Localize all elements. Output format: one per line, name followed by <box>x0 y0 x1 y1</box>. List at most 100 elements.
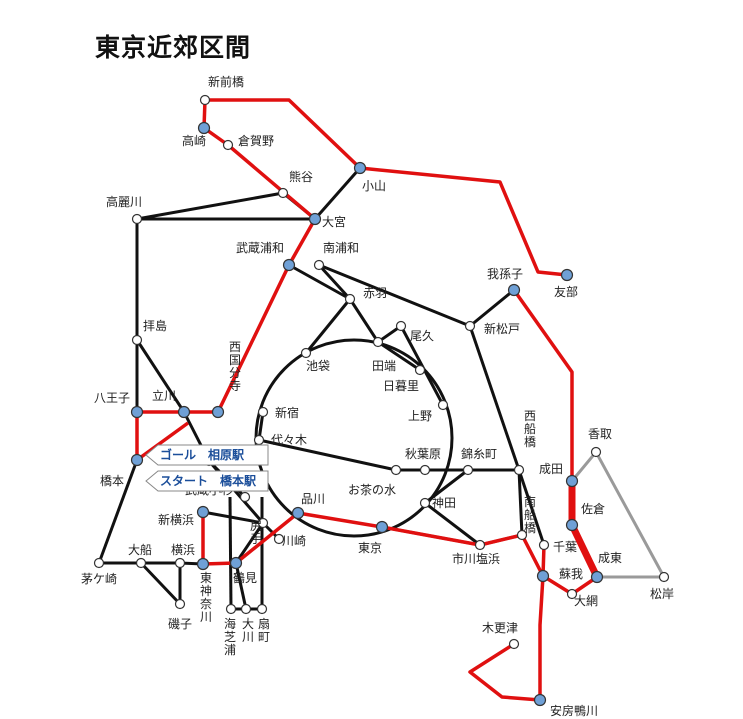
station-minamifunabashi <box>516 529 528 541</box>
line-segment <box>304 298 352 354</box>
chuo-line <box>258 438 397 472</box>
station-shinmaebashi <box>199 94 211 106</box>
line-segment <box>517 469 546 546</box>
label-shinyokohama: 新横浜 <box>158 512 194 527</box>
label-soga: 蘇我 <box>559 567 583 581</box>
label-oami: 大網 <box>574 594 598 608</box>
label-naruto: 成東 <box>598 551 622 565</box>
label-akihabara: 秋葉原 <box>405 447 441 461</box>
label-minamiurawa: 南浦和 <box>323 240 359 255</box>
label-ogimachi: 扇町 <box>258 616 270 644</box>
line-segment <box>234 522 265 564</box>
line-segment <box>234 562 248 610</box>
station-ikebukuro <box>300 347 312 359</box>
station-shinyokohama <box>196 505 210 519</box>
start-callout-text: スタート 橋本駅 <box>160 473 257 488</box>
station-nishikokubunji <box>211 405 225 419</box>
label-tachikawa: 立川 <box>152 388 176 403</box>
label-minamifunabashi: 南船橋 <box>524 494 536 535</box>
stations <box>93 94 670 707</box>
label-takasaki: 高崎 <box>182 133 206 148</box>
station-okawa <box>240 603 252 615</box>
label-takamagawa: 高麗川 <box>106 194 142 209</box>
label-kumagaya: 熊谷 <box>289 169 313 184</box>
station-ichikawashiohama <box>474 539 486 551</box>
label-sakura: 佐倉 <box>581 501 605 516</box>
station-matsugishi <box>658 571 670 583</box>
station-kawasaki <box>273 533 285 545</box>
station-katori <box>590 446 602 458</box>
station-chiba <box>538 539 550 551</box>
station-nishifunabashi <box>513 464 525 476</box>
label-abiko: 我孫子 <box>487 267 523 281</box>
line-segment <box>135 339 186 413</box>
grey-lines <box>570 449 667 579</box>
label-narita: 成田 <box>539 462 563 476</box>
station-ogimachi <box>256 603 268 615</box>
station-naruto <box>590 570 604 584</box>
label-ochanomizu: お茶の水 <box>348 482 396 497</box>
label-haijima: 拝島 <box>143 318 167 333</box>
label-kanda: 神田 <box>432 496 456 510</box>
line-segment <box>424 501 481 547</box>
station-musashikosugi <box>239 491 251 503</box>
label-ichikawashiohama: 市川塩浜 <box>452 551 500 566</box>
line-segment <box>139 561 182 606</box>
station-ogu <box>395 320 407 332</box>
label-oyama: 小山 <box>362 179 386 193</box>
station-kumagaya <box>277 187 289 199</box>
route-hidden <box>203 512 298 513</box>
station-oami <box>566 588 578 600</box>
station-sakura <box>565 518 579 532</box>
label-nishikokubunji: 西国分寺 <box>229 340 241 393</box>
label-kawasaki: 川崎 <box>282 534 306 548</box>
label-tomobe: 友部 <box>554 284 578 299</box>
line-segment <box>318 263 471 328</box>
line-segment <box>202 510 264 525</box>
station-minamiurawa <box>313 259 325 271</box>
label-tabata: 田端 <box>372 359 396 373</box>
start-callout-box <box>145 470 269 492</box>
station-akabane <box>344 293 356 305</box>
label-matsugishi: 松岸 <box>650 587 674 601</box>
line-segment <box>469 288 515 328</box>
grey-line <box>570 449 667 579</box>
station-labels: 新前橋高崎倉賀野熊谷小山高麗川大宮武蔵浦和南浦和我孫子友部赤羽新松戸拝島尾久池袋… <box>81 74 674 718</box>
station-awakamogawa <box>533 693 547 707</box>
label-akabane: 赤羽 <box>363 286 387 300</box>
station-umishibaura <box>225 603 237 615</box>
station-tachikawa <box>177 405 191 419</box>
station-shinjuku <box>257 406 269 418</box>
station-ochanomizu <box>390 464 402 476</box>
station-kisarazu <box>508 638 520 650</box>
line-segment <box>377 340 421 372</box>
label-musashiurawa: 武蔵浦和 <box>236 241 284 255</box>
label-katori: 香取 <box>588 427 612 441</box>
label-shinmatsudo: 新松戸 <box>484 321 520 336</box>
station-higashikanagawa <box>196 557 210 571</box>
station-takasaki <box>197 121 211 135</box>
station-shinagawa <box>291 506 305 520</box>
goal-callout-text: ゴール 相原駅 <box>160 447 245 462</box>
label-okawa: 大川 <box>242 617 254 644</box>
label-kinshicho: 錦糸町 <box>461 446 497 461</box>
line-segment <box>313 167 362 220</box>
station-shinmatsudo <box>464 320 476 332</box>
station-shiri <box>257 517 269 529</box>
label-hachioji: 八王子 <box>94 391 130 405</box>
label-yoyogi: 代々木 <box>271 433 307 447</box>
station-tokyo <box>375 520 389 534</box>
station-kuragano <box>222 139 234 151</box>
goal-callout-box <box>145 444 269 466</box>
map-title: 東京近郊区間 <box>95 33 252 62</box>
station-omiya <box>308 212 322 226</box>
station-soga <box>536 569 550 583</box>
line-segment <box>97 459 139 564</box>
label-tsurumi: 鶴見 <box>233 570 257 585</box>
label-shinjuku: 新宿 <box>275 405 299 420</box>
label-shinagawa: 品川 <box>301 492 325 506</box>
station-ueno <box>437 399 449 411</box>
label-higashikanagawa: 東神奈川 <box>200 571 212 624</box>
label-tokyo: 東京 <box>358 541 382 555</box>
